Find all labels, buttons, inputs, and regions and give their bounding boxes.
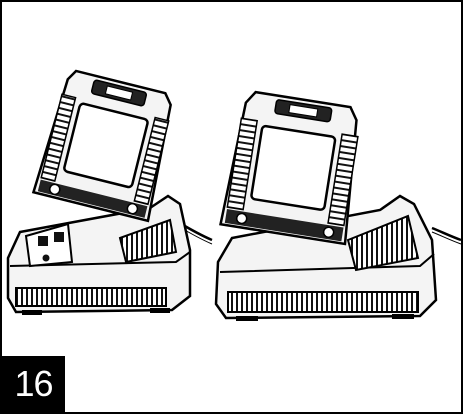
left-charger <box>6 69 213 315</box>
figure-number-badge: 16 <box>2 356 65 412</box>
right-charger <box>214 90 462 321</box>
